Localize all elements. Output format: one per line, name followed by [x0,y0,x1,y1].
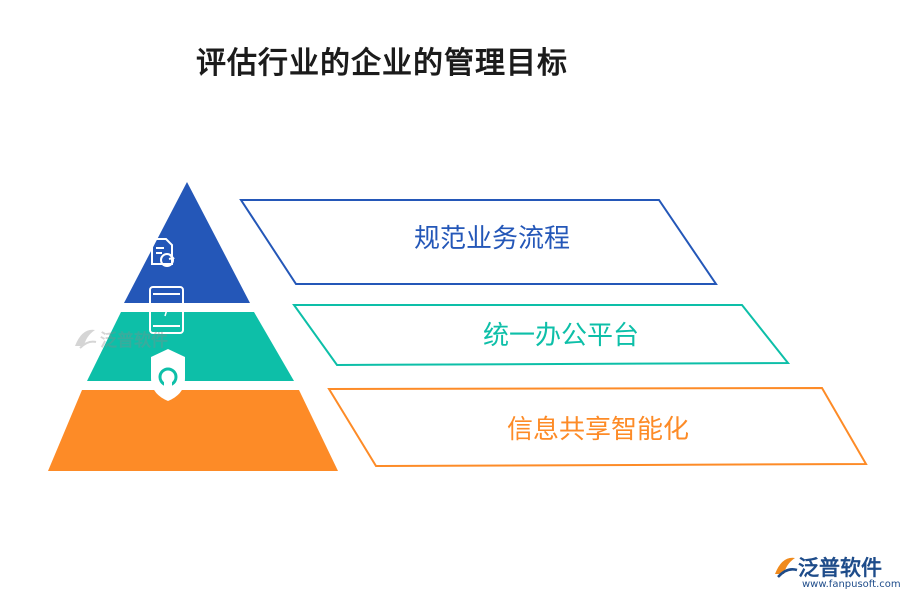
shield-lock-icon [151,349,185,401]
logo-url: www.fanpusoft.com [802,579,900,590]
watermark-text: 泛普软件 [100,331,168,351]
level-box-1 [239,199,718,285]
logo-text: 泛普软件 [798,556,882,580]
level-label-2: 统一办公平台 [483,321,639,351]
fanpu-logo-icon [75,329,97,349]
page-title: 评估行业的企业的管理目标 [196,46,568,81]
document-refresh-icon [151,238,175,267]
pyramid-tier-bottom [48,390,338,471]
level-label-1: 规范业务流程 [414,224,570,254]
fanpu-logo-icon [775,557,798,578]
pyramid-tier-middle [87,312,294,381]
level-label-3: 信息共享智能化 [507,415,689,445]
watermark: 泛普软件 [72,324,182,354]
pyramid-tier-top [124,182,250,303]
level-box-2 [292,304,791,367]
brand-logo: 泛普软件 www.fanpusoft.com [772,552,900,596]
tablet-icon [149,286,184,334]
level-box-3 [327,386,868,468]
